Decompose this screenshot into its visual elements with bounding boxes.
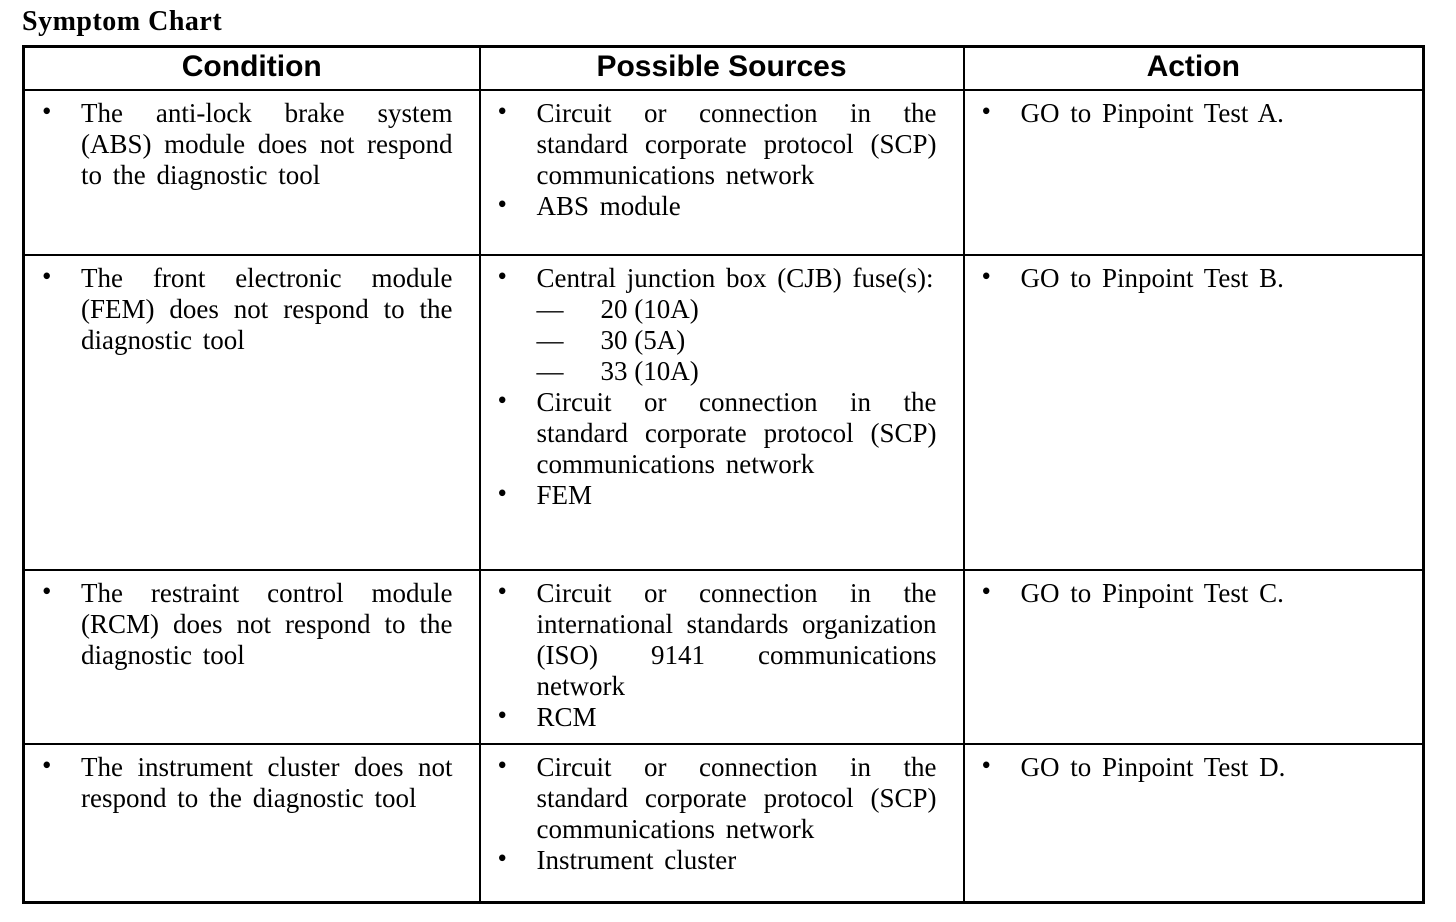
bullet-item: • GO to Pinpoint Test B. xyxy=(965,260,1397,294)
bullet-item-text: ABS module xyxy=(536,190,681,221)
dash-icon: — xyxy=(536,355,564,386)
bullet-item: • Circuit or connection in the internatio… xyxy=(481,575,937,702)
bullet-icon: • xyxy=(42,749,52,780)
bullet-item-text: GO to Pinpoint Test D. xyxy=(1020,751,1286,782)
bullet-icon: • xyxy=(497,842,507,873)
bullet-item: • GO to Pinpoint Test A. xyxy=(965,95,1397,129)
bullet-item: • ABS module xyxy=(481,188,937,222)
bullet-item-text: RCM xyxy=(536,701,597,732)
bullet-list: • The instrument cluster does not respond… xyxy=(25,749,453,814)
possible-sources-cell: • Circuit or connection in the standard c… xyxy=(478,742,965,904)
bullet-list: • GO to Pinpoint Test B. xyxy=(965,260,1397,294)
column-header-condition: Condition xyxy=(22,45,481,91)
dash-icon: — xyxy=(536,293,564,324)
bullet-list: • GO to Pinpoint Test D. xyxy=(965,749,1397,783)
bullet-icon: • xyxy=(42,260,52,291)
symptom-chart-table: Condition Possible Sources Action • The a… xyxy=(22,45,1425,904)
page-title: Symptom Chart xyxy=(22,6,223,37)
dash-icon: — xyxy=(536,324,564,355)
dash-subitem: — 20 (10A) xyxy=(537,294,937,325)
bullet-item: •Central junction box (CJB) fuse(s):—20 … xyxy=(481,260,937,387)
bullet-item: • RCM xyxy=(481,699,937,733)
bullet-icon: • xyxy=(497,575,507,606)
action-cell: • GO to Pinpoint Test C. xyxy=(962,568,1425,745)
bullet-icon: • xyxy=(497,477,507,508)
action-cell: • GO to Pinpoint Test A. xyxy=(962,88,1425,256)
bullet-item-text: Instrument cluster xyxy=(536,844,737,875)
bullet-item-text: The anti-lock brake system (ABS) module … xyxy=(81,97,453,190)
bullet-list: • Circuit or connection in the standard c… xyxy=(481,749,937,876)
bullet-icon: • xyxy=(497,260,507,291)
table-row: • The front electronic module (FEM) does … xyxy=(22,253,1425,571)
bullet-item: • FEM xyxy=(481,477,937,511)
bullet-item: • Circuit or connection in the standard c… xyxy=(481,95,937,191)
table-row: • The instrument cluster does not respond… xyxy=(22,742,1425,904)
bullet-list: • Circuit or connection in the standard c… xyxy=(481,95,937,222)
bullet-item-text: FEM xyxy=(536,479,593,510)
bullet-icon: • xyxy=(497,384,507,415)
bullet-icon: • xyxy=(497,699,507,730)
condition-cell: • The restraint control module (RCM) does… xyxy=(22,568,481,745)
bullet-item-text: Central junction box (CJB) fuse(s): xyxy=(536,262,934,293)
bullet-item: • GO to Pinpoint Test C. xyxy=(965,575,1397,609)
table-header-row: Condition Possible Sources Action xyxy=(22,45,1425,91)
bullet-icon: • xyxy=(497,749,507,780)
bullet-item-text: The instrument cluster does not respond … xyxy=(81,751,453,813)
bullet-list: • The front electronic module (FEM) does … xyxy=(25,260,453,356)
bullet-icon: • xyxy=(42,575,52,606)
bullet-icon: • xyxy=(981,260,991,291)
bullet-list: • The restraint control module (RCM) does… xyxy=(25,575,453,671)
bullet-item: • The anti-lock brake system (ABS) module… xyxy=(25,95,453,191)
column-header-action: Action xyxy=(962,45,1425,91)
bullet-icon: • xyxy=(981,95,991,126)
column-header-possible-sources: Possible Sources xyxy=(478,45,965,91)
bullet-item-text: GO to Pinpoint Test A. xyxy=(1020,97,1284,128)
bullet-item: • Instrument cluster xyxy=(481,842,937,876)
bullet-item: • The restraint control module (RCM) does… xyxy=(25,575,453,671)
possible-sources-cell: • Circuit or connection in the internatio… xyxy=(478,568,965,745)
bullet-item: • Circuit or connection in the standard c… xyxy=(481,384,937,480)
bullet-list: • GO to Pinpoint Test A. xyxy=(965,95,1397,129)
bullet-item-text: Circuit or connection in the standard co… xyxy=(536,97,937,190)
bullet-item-text: Circuit or connection in the standard co… xyxy=(536,386,937,479)
bullet-item: • The front electronic module (FEM) does … xyxy=(25,260,453,356)
table-body: • The anti-lock brake system (ABS) module… xyxy=(22,88,1425,904)
bullet-item-text: GO to Pinpoint Test C. xyxy=(1020,577,1284,608)
condition-cell: • The anti-lock brake system (ABS) module… xyxy=(22,88,481,256)
condition-cell: • The front electronic module (FEM) does … xyxy=(22,253,481,571)
dash-subitem-text: 33 (10A) xyxy=(600,355,699,386)
possible-sources-cell: •Central junction box (CJB) fuse(s):—20 … xyxy=(478,253,965,571)
dash-subitem: — 30 (5A) xyxy=(537,325,937,356)
bullet-item-text: The restraint control module (RCM) does … xyxy=(81,577,453,670)
bullet-list: • The anti-lock brake system (ABS) module… xyxy=(25,95,453,191)
dash-subitem: — 33 (10A) xyxy=(537,356,937,387)
table-row: • The restraint control module (RCM) does… xyxy=(22,568,1425,745)
bullet-item-text: GO to Pinpoint Test B. xyxy=(1020,262,1284,293)
bullet-list: • GO to Pinpoint Test C. xyxy=(965,575,1397,609)
bullet-item: • Circuit or connection in the standard c… xyxy=(481,749,937,845)
bullet-item: • GO to Pinpoint Test D. xyxy=(965,749,1397,783)
action-cell: • GO to Pinpoint Test D. xyxy=(962,742,1425,904)
bullet-item-text: Circuit or connection in the standard co… xyxy=(536,751,937,844)
bullet-icon: • xyxy=(42,95,52,126)
bullet-list: • Circuit or connection in the internatio… xyxy=(481,575,937,733)
table-row: • The anti-lock brake system (ABS) module… xyxy=(22,88,1425,256)
bullet-item-text: The front electronic module (FEM) does n… xyxy=(81,262,453,355)
action-cell: • GO to Pinpoint Test B. xyxy=(962,253,1425,571)
bullet-icon: • xyxy=(497,95,507,126)
dash-subitem-text: 20 (10A) xyxy=(600,293,699,324)
bullet-list: •Central junction box (CJB) fuse(s):—20 … xyxy=(481,260,937,511)
bullet-item: • The instrument cluster does not respond… xyxy=(25,749,453,814)
dash-subitem-text: 30 (5A) xyxy=(600,324,686,355)
possible-sources-cell: • Circuit or connection in the standard c… xyxy=(478,88,965,256)
bullet-item-text: Circuit or connection in the internation… xyxy=(536,577,937,701)
condition-cell: • The instrument cluster does not respond… xyxy=(22,742,481,904)
bullet-icon: • xyxy=(497,188,507,219)
bullet-icon: • xyxy=(981,575,991,606)
bullet-icon: • xyxy=(981,749,991,780)
